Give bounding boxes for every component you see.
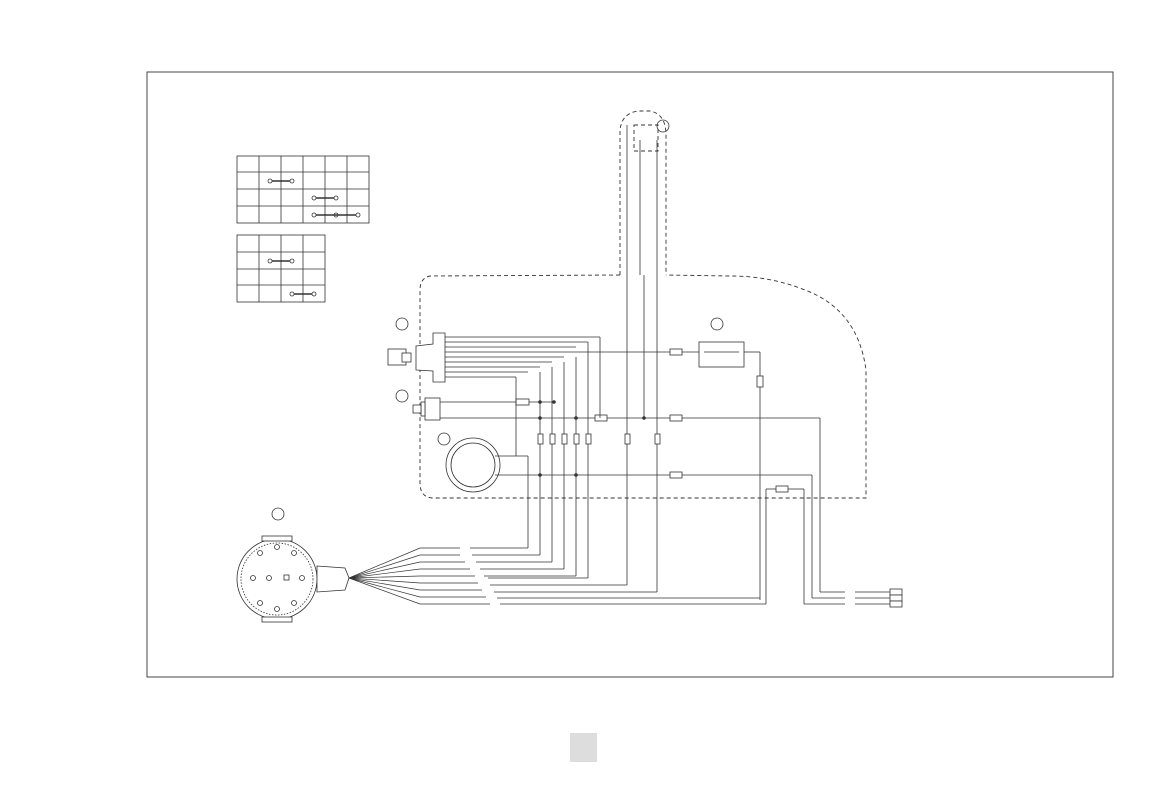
diagram-frame (147, 72, 1113, 677)
housing-outline (420, 111, 866, 498)
trunk-wires (516, 125, 657, 592)
relay-module (699, 342, 763, 600)
page-tab (570, 733, 597, 762)
main-connector-callout (272, 508, 284, 520)
ignition-switch-callout (396, 318, 408, 330)
callout-markers (272, 120, 723, 520)
stop-switch-callout (396, 390, 408, 402)
output-terminals (804, 589, 902, 607)
main-connector (237, 536, 349, 622)
harness-fanout (349, 548, 766, 604)
right-wiring (670, 349, 820, 604)
buzzer-callout (438, 433, 450, 445)
stop-switch (413, 398, 440, 420)
relay-callout (711, 318, 723, 330)
throttle-housing-callout (657, 120, 669, 132)
ignition-switch-table (237, 156, 369, 223)
warning-buzzer (446, 438, 670, 492)
inline-connectors (538, 434, 660, 444)
auxiliary-switch-table (237, 235, 325, 302)
ignition-switch-wires (445, 337, 670, 377)
ignition-switch (388, 333, 445, 382)
